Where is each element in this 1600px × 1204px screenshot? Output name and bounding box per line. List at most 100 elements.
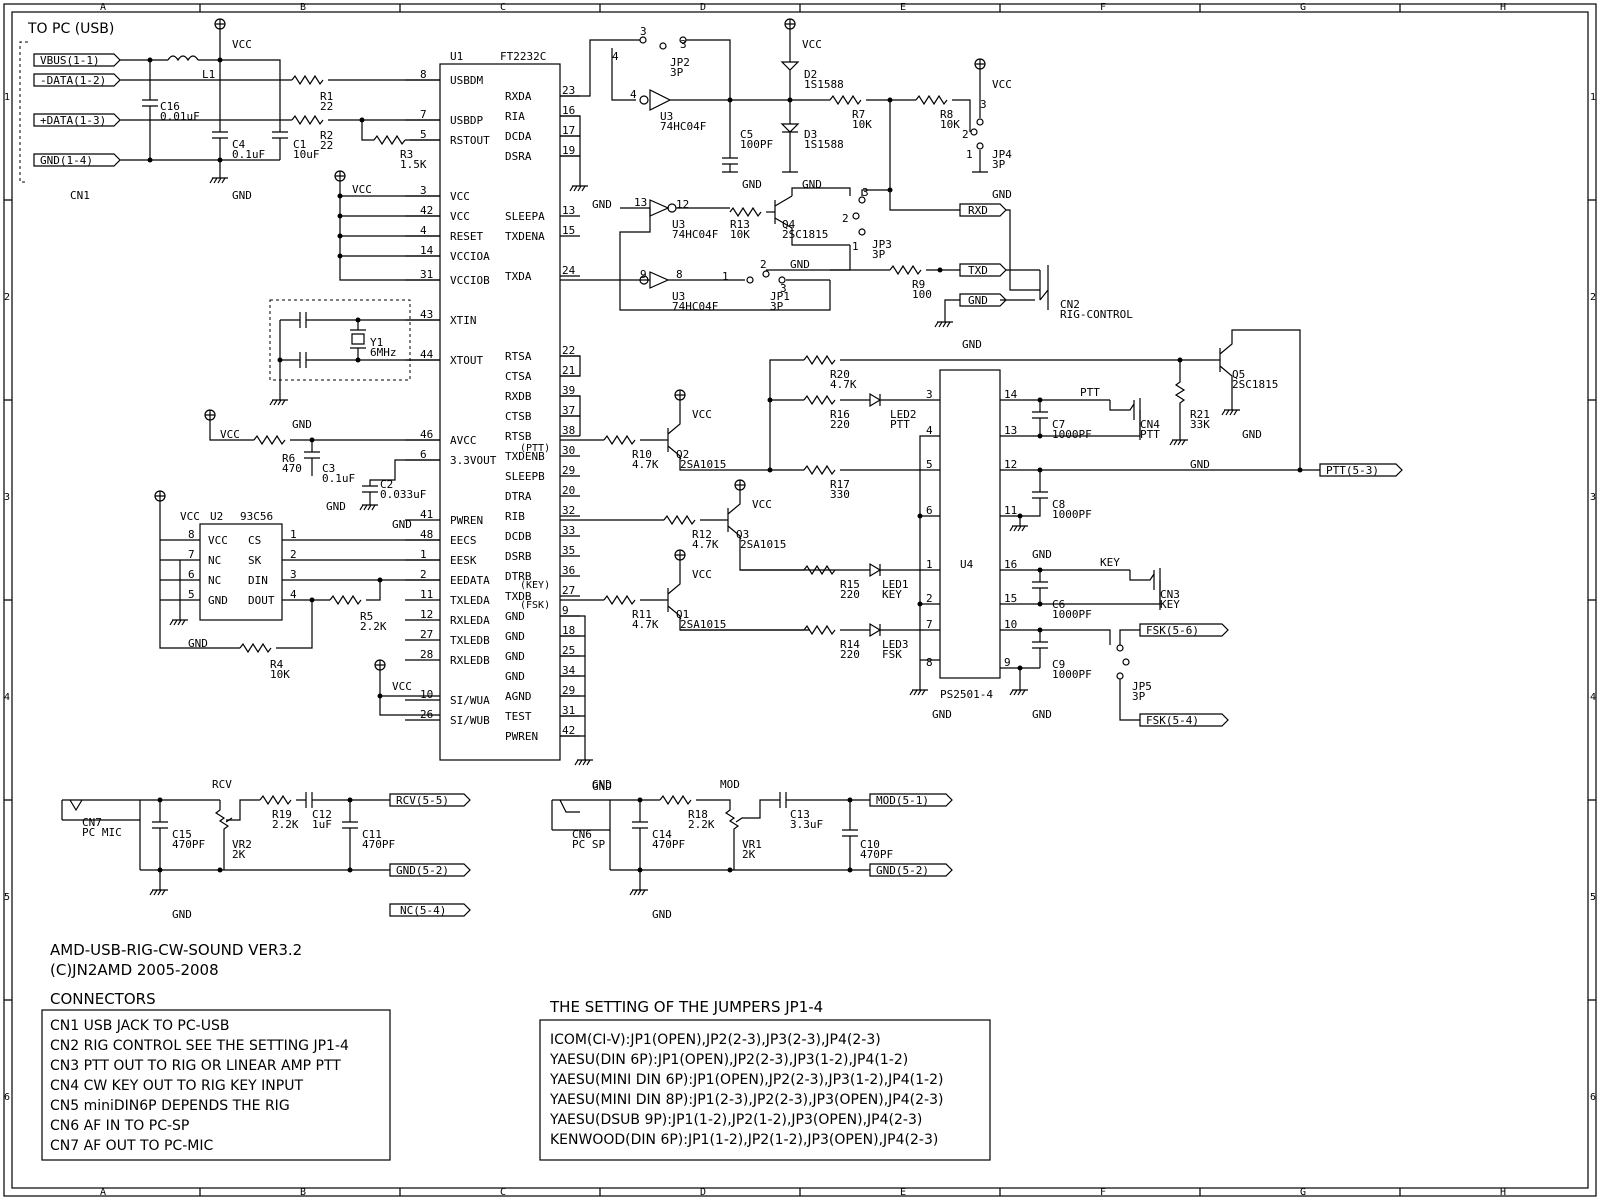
- svg-text:GND(5-2): GND(5-2): [396, 864, 449, 877]
- q5-section: R21 33K Q5 2SC1815 GND PTT(5-3): [1169, 329, 1403, 477]
- svg-text:2SC1815: 2SC1815: [782, 228, 828, 241]
- title-line-2: (C)JN2AMD 2005-2008: [50, 961, 219, 979]
- svg-text:VCC: VCC: [692, 568, 712, 581]
- u2-pin-name: CS: [248, 534, 261, 547]
- u1-pin-number: 42: [562, 724, 575, 737]
- svg-text:R11: R11: [632, 608, 652, 621]
- u1-pin-number: 39: [562, 384, 575, 397]
- u1-pin-name: DCDA: [505, 130, 532, 143]
- u1-pin-number: 27: [420, 628, 433, 641]
- svg-text:U3: U3: [660, 110, 673, 123]
- u1-pin-name: RXLEDA: [450, 614, 490, 627]
- svg-text:3P: 3P: [1132, 690, 1146, 703]
- svg-text:470PF: 470PF: [860, 848, 893, 861]
- svg-text:3.3uF: 3.3uF: [790, 818, 823, 831]
- svg-text:GND: GND: [790, 258, 810, 271]
- svg-text:NC(5-4): NC(5-4): [400, 904, 446, 917]
- svg-text:GND: GND: [1242, 428, 1262, 441]
- q3-section: R12 4.7K VCC Q3 2SA1015: [560, 479, 840, 571]
- u1-pin-number: 41: [420, 508, 433, 521]
- svg-text:C6: C6: [1052, 598, 1065, 611]
- cn2-rig-control: GND GND CN2 RIG-CONTROL: [934, 209, 1133, 351]
- svg-text:KEY: KEY: [1160, 598, 1180, 611]
- svg-text:R16: R16: [830, 408, 850, 421]
- u1-pin-name: VCCIOA: [450, 250, 490, 263]
- u2-pin-number: 1: [290, 528, 297, 541]
- svg-text:470PF: 470PF: [172, 838, 205, 851]
- svg-text:220: 220: [840, 648, 860, 661]
- jp1-section: 9 8 U3 74HC04F 1 2 3 JP1 3P GND R9 100 T…: [560, 245, 1007, 313]
- u4-pin-number: 15: [1004, 592, 1017, 605]
- u2-pin-number: 4: [290, 588, 297, 601]
- u1-pin-name: GND: [505, 630, 525, 643]
- svg-text:74HC04F: 74HC04F: [660, 120, 706, 133]
- u1-pin-number: 22: [562, 344, 575, 357]
- svg-text:13: 13: [634, 196, 647, 209]
- grid-col-label-bottom: B: [300, 1187, 306, 1198]
- svg-text:C10: C10: [860, 838, 880, 851]
- svg-text:FSK: FSK: [882, 648, 902, 661]
- svg-text:GND: GND: [802, 178, 822, 191]
- usb-port-vbus: VBUS(1-1): [33, 53, 121, 67]
- svg-text:R7: R7: [852, 108, 865, 121]
- svg-text:FSK(5-6): FSK(5-6): [1146, 624, 1199, 637]
- svg-text:C16: C16: [160, 100, 180, 113]
- jumpers-heading: THE SETTING OF THE JUMPERS JP1-4: [549, 998, 823, 1016]
- u1-pin-number: 18: [562, 624, 575, 637]
- svg-text:1000PF: 1000PF: [1052, 508, 1092, 521]
- u1-pin-name: DCDB: [505, 530, 532, 543]
- svg-text:2: 2: [842, 212, 849, 225]
- u2-pin-name: NC: [208, 554, 221, 567]
- grid-row-label-left: 6: [4, 1092, 10, 1103]
- q4-section: GND 13 12 U3 74HC04F R13 10K GND Q4 2SC1…: [592, 178, 851, 280]
- svg-text:+DATA(1-3): +DATA(1-3): [40, 114, 106, 127]
- svg-text:R18: R18: [688, 808, 708, 821]
- svg-text:FSK(5-4): FSK(5-4): [1146, 714, 1199, 727]
- u1-pin-name: PWREN: [505, 730, 538, 743]
- svg-text:GND: GND: [232, 189, 252, 202]
- gnd-symbol: [209, 175, 228, 184]
- svg-text:10K: 10K: [940, 118, 960, 131]
- svg-text:R20: R20: [830, 368, 850, 381]
- svg-text:3P: 3P: [992, 158, 1006, 171]
- svg-text:8: 8: [676, 268, 683, 281]
- svg-text:Q4: Q4: [782, 218, 796, 231]
- jumper-setting-row: YAESU(DSUB 9P):JP1(1-2),JP2(1-2),JP3(OPE…: [549, 1112, 922, 1128]
- vcc-bus-u1: VCC: [334, 170, 440, 281]
- svg-text:(KEY): (KEY): [520, 580, 550, 591]
- u1-pin-number: 2: [420, 568, 427, 581]
- grid-row-label-left: 3: [4, 492, 10, 503]
- svg-text:GND: GND: [992, 188, 1012, 201]
- svg-text:470PF: 470PF: [362, 838, 395, 851]
- u1-pin-number: 7: [420, 108, 427, 121]
- svg-text:1000PF: 1000PF: [1052, 668, 1092, 681]
- grid-col-label-top: F: [1100, 2, 1106, 13]
- svg-text:FT2232C: FT2232C: [500, 50, 546, 63]
- svg-text:D2: D2: [804, 68, 817, 81]
- svg-text:Y1: Y1: [370, 336, 383, 349]
- svg-text:C1: C1: [293, 138, 306, 151]
- u2-pin-number: 2: [290, 548, 297, 561]
- u1-pin-number: 11: [420, 588, 433, 601]
- u1-right-wiring: GND: [560, 115, 612, 793]
- svg-text:GND: GND: [968, 294, 988, 307]
- u1-pin-number: 35: [562, 544, 575, 557]
- svg-text:100PF: 100PF: [740, 138, 773, 151]
- avcc-section: VCC R6 470 C3 0.1uF C2 0.033uF GND GND: [204, 409, 440, 531]
- svg-text:GND: GND: [592, 778, 612, 791]
- grid-row-label-left: 4: [4, 692, 10, 703]
- grid-col-label-bottom: C: [500, 1187, 506, 1198]
- svg-text:1: 1: [966, 148, 973, 161]
- svg-text:2SA1015: 2SA1015: [680, 618, 726, 631]
- svg-text:VCC: VCC: [392, 680, 412, 693]
- svg-text:VCC: VCC: [992, 78, 1012, 91]
- u1-pin-name: 3.3VOUT: [450, 454, 497, 467]
- u2-pin-number: 8: [188, 528, 195, 541]
- svg-text:GND(5-2): GND(5-2): [876, 864, 929, 877]
- connectors-heading: CONNECTORS: [50, 990, 156, 1008]
- u4-pin-number: 6: [926, 504, 933, 517]
- svg-text:U3: U3: [672, 290, 685, 303]
- svg-text:CN6: CN6: [572, 828, 592, 841]
- svg-text:KEY: KEY: [882, 588, 902, 601]
- usb-port-data-minus: -DATA(1-2): [33, 73, 121, 87]
